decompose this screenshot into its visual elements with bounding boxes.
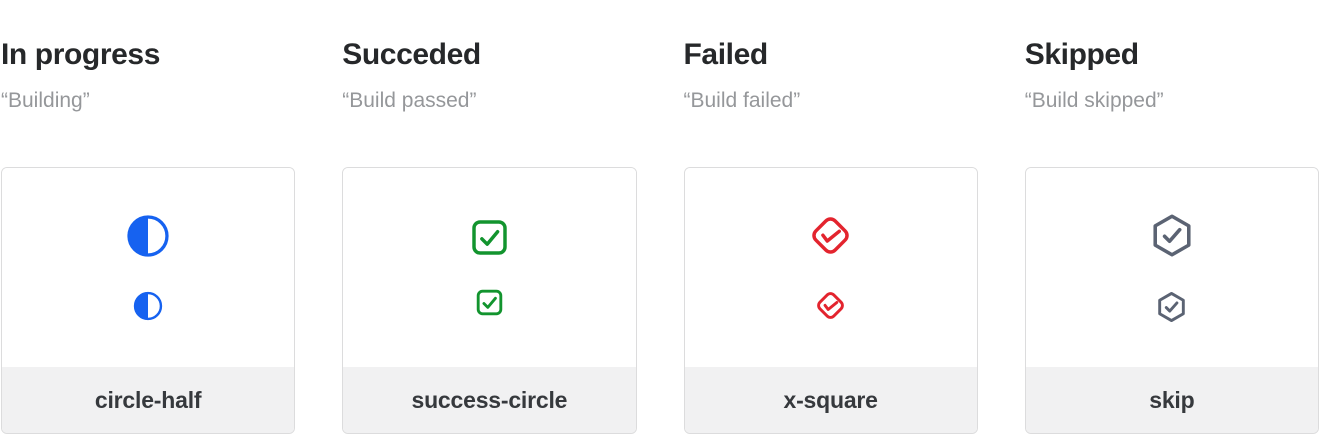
status-column-skipped: Skipped “Build skipped” skip — [1024, 0, 1319, 434]
status-column-succeeded: Succeded “Build passed” success-circle — [342, 0, 637, 434]
icon-name-label: skip — [1025, 367, 1318, 433]
status-title: In progress — [1, 38, 160, 71]
circle-half-icon — [133, 291, 163, 321]
check-hexagon-icon — [1150, 213, 1194, 258]
status-column-in-progress: In progress “Building” circle-half — [1, 0, 296, 434]
status-message: “Build failed” — [683, 89, 801, 112]
check-diamond-icon — [815, 290, 846, 321]
check-square-icon — [471, 219, 508, 256]
status-message: “Build skipped” — [1024, 89, 1164, 112]
icon-preview-area — [343, 168, 636, 367]
icon-preview-area — [1025, 168, 1318, 367]
check-hexagon-icon — [1156, 291, 1187, 323]
icon-preview-card: x-square — [683, 167, 978, 434]
icon-name-label: success-circle — [343, 367, 636, 433]
status-column-failed: Failed “Build failed” x-square — [683, 0, 978, 434]
status-title: Skipped — [1024, 38, 1139, 71]
icon-preview-card: circle-half — [1, 167, 296, 434]
check-diamond-icon — [809, 214, 852, 257]
icon-preview-area — [684, 168, 977, 367]
status-message: “Build passed” — [342, 89, 477, 112]
check-square-icon — [476, 289, 503, 316]
status-title: Failed — [683, 38, 769, 71]
icon-name-label: circle-half — [2, 367, 295, 433]
status-title: Succeded — [342, 38, 481, 71]
circle-half-icon — [126, 214, 170, 258]
status-message: “Building” — [1, 89, 90, 112]
icon-preview-area — [2, 168, 295, 367]
icon-name-label: x-square — [684, 367, 977, 433]
icon-preview-card: success-circle — [342, 167, 637, 434]
icon-preview-card: skip — [1024, 167, 1319, 434]
